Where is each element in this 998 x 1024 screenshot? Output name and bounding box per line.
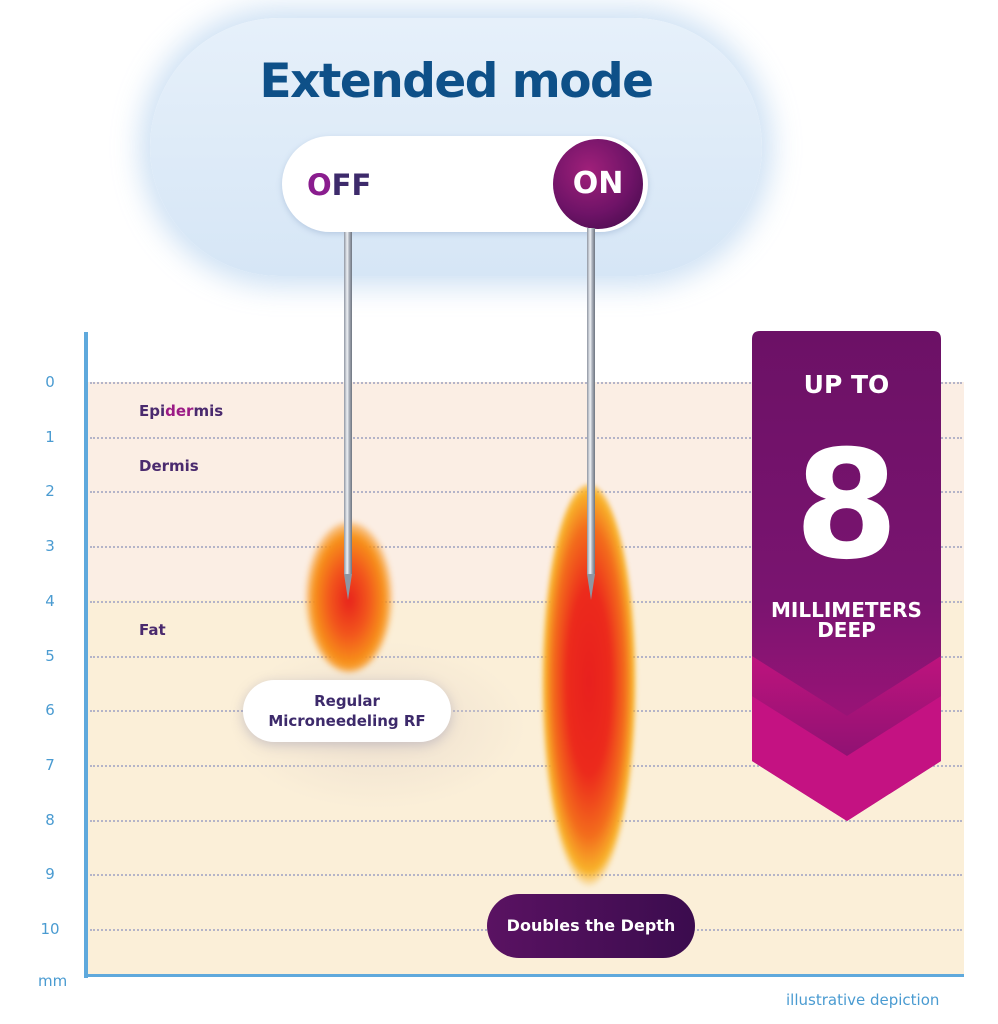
toggle-off-rest: FF	[331, 168, 372, 202]
gridline-1	[90, 436, 962, 439]
depth-tick-8: 8	[45, 810, 55, 829]
extended-needle	[587, 228, 595, 574]
depth-tick-9: 9	[45, 865, 55, 884]
depth-tick-2: 2	[45, 482, 55, 501]
layer-label-fat: Fat	[139, 621, 166, 639]
gridline-9	[90, 874, 962, 877]
baseline-axis	[84, 974, 964, 977]
gridline-2	[90, 491, 962, 494]
gridline-8	[90, 819, 962, 822]
doubles-depth-label: Doubles the Depth	[487, 894, 695, 958]
gridline-5	[90, 655, 962, 658]
extended-needle-tip	[587, 574, 595, 600]
layer-label-dermis: Dermis	[139, 457, 199, 475]
banner-unit-text: MILLIMETERS DEEP	[752, 600, 941, 640]
depth-tick-0: 0	[45, 373, 55, 391]
banner-deep: DEEP	[817, 618, 876, 642]
gridline-4	[90, 600, 962, 603]
toggle-off-accent: O	[307, 168, 332, 202]
footnote: illustrative depiction	[786, 991, 940, 1009]
depth-tick-1: 1	[45, 427, 55, 446]
depth-tick-6: 6	[45, 701, 55, 720]
banner-depth-number: 8	[794, 419, 899, 593]
depth-tick-4: 4	[45, 591, 55, 610]
depth-tick-7: 7	[45, 755, 55, 774]
gridline-0	[90, 382, 962, 384]
depth-axis	[84, 332, 88, 978]
depth-tick-5: 5	[45, 646, 55, 665]
regular-label-line1: Regular	[314, 692, 380, 710]
layer-label-epidermis: Epidermis	[139, 402, 224, 420]
regular-needle	[344, 232, 352, 574]
regular-needle-tip	[344, 574, 352, 600]
depth-banner	[752, 331, 941, 821]
banner-millimeters: MILLIMETERS	[771, 598, 922, 622]
depth-unit: mm	[38, 972, 68, 990]
toggle-off-label[interactable]: OFF	[307, 168, 371, 202]
gridline-7	[90, 764, 962, 767]
regular-label-line2: Microneedeling RF	[268, 712, 426, 730]
banner-up-to: UP TO	[803, 370, 890, 399]
toggle-on-label[interactable]: ON	[572, 166, 624, 201]
depth-tick-10: 10	[40, 920, 60, 938]
page-title: Extended mode	[259, 54, 654, 109]
depth-tick-3: 3	[45, 537, 55, 556]
regular-rf-label: Regular Microneedeling RF	[243, 680, 451, 742]
toggle-knob[interactable]	[553, 139, 643, 229]
gridline-3	[90, 546, 962, 549]
